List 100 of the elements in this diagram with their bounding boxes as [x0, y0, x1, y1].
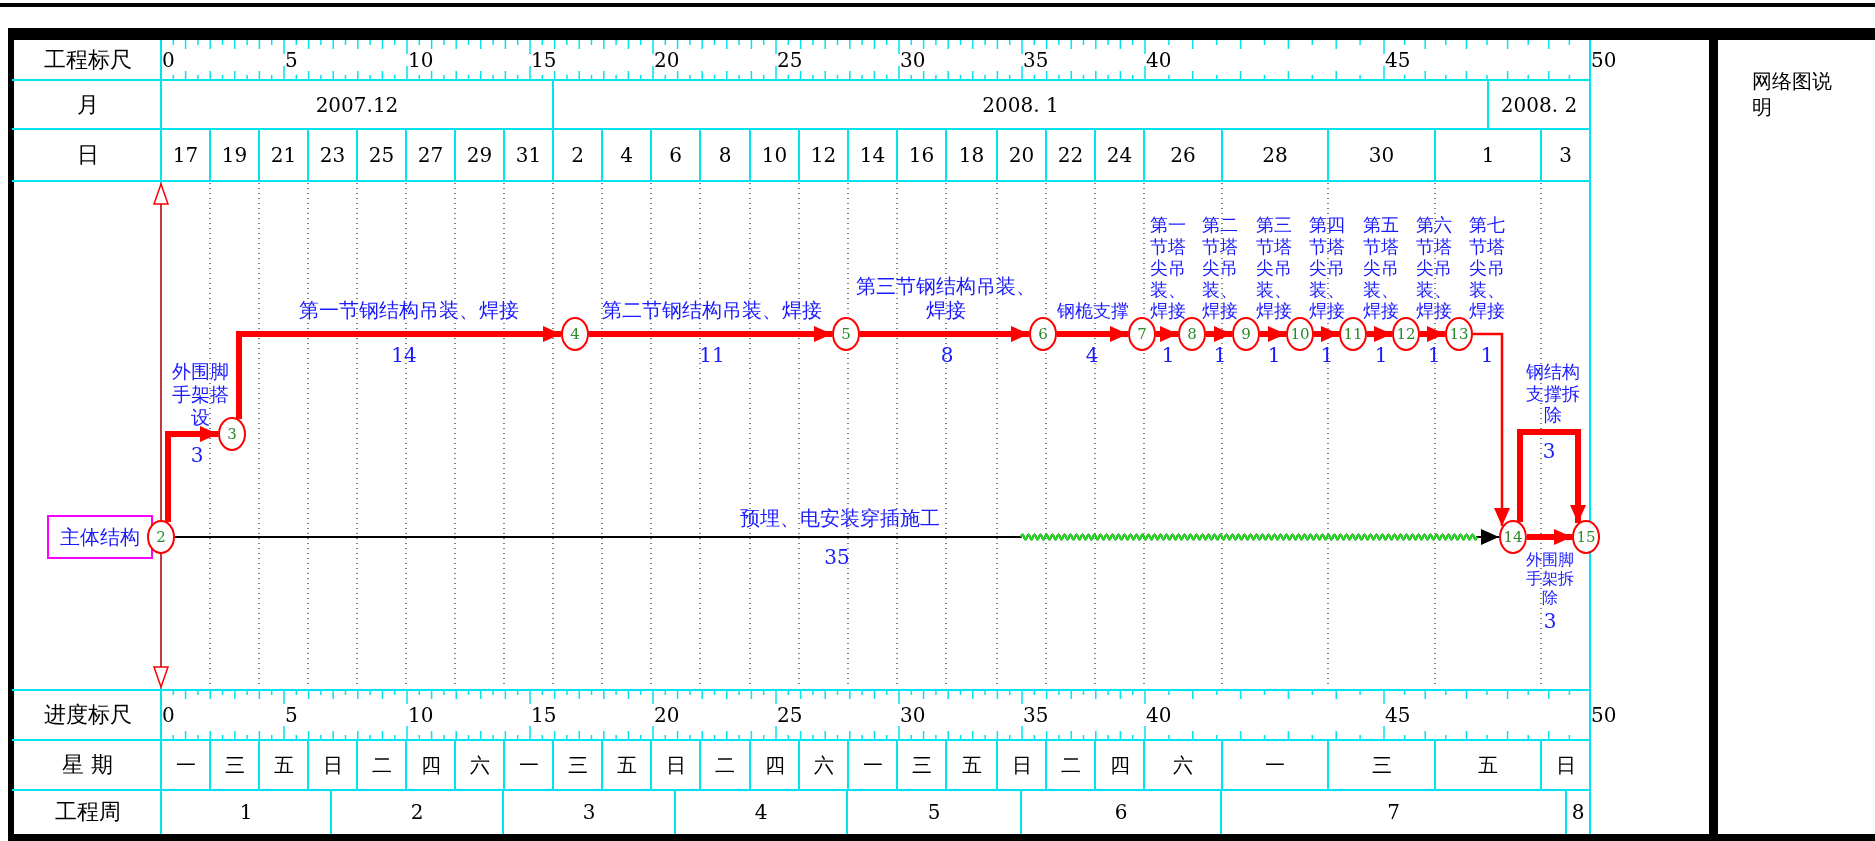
arrow [1517, 429, 1586, 523]
edge-label: 外围脚手架拆除 [1526, 550, 1574, 608]
event-circle: 4 [561, 317, 589, 351]
date-label: 24 [1105, 142, 1134, 169]
date-label: 20 [1007, 142, 1036, 169]
weekday-label: 四 [763, 751, 786, 779]
scale-number: 5 [285, 49, 298, 71]
duration-label: 4 [1085, 344, 1099, 366]
event-circle: 15 [1572, 520, 1600, 554]
duration-label: 3 [1542, 440, 1556, 462]
row-header: 工程标尺 [42, 46, 133, 74]
date-label: 25 [367, 142, 396, 169]
edge-label: 第一节钢结构吊装、焊接 [299, 298, 519, 322]
event-circle: 2 [147, 520, 175, 554]
weekday-label: 五 [960, 751, 983, 779]
weekday-label: 日 [664, 751, 687, 779]
arrow [860, 326, 1029, 342]
duration-label: 3 [1543, 610, 1557, 632]
edge-label: 第二节钢结构吊装、焊接 [602, 298, 822, 322]
weekday-label: 五 [272, 751, 295, 779]
event-circle: 6 [1029, 317, 1057, 351]
date-label: 23 [318, 142, 347, 169]
scale-number: 40 [1146, 704, 1172, 726]
weekday-label: 一 [861, 751, 884, 779]
date-label: 30 [1367, 142, 1396, 169]
scale-number: 35 [1023, 49, 1049, 71]
duration-label: 35 [824, 546, 850, 568]
weekday-label: 四 [1108, 751, 1131, 779]
weekday-label: 五 [1477, 751, 1499, 779]
scale-number: 50 [1591, 49, 1617, 71]
date-label: 2 [570, 142, 585, 169]
arrow [1473, 332, 1510, 526]
weekday-label: 六 [1172, 751, 1194, 779]
event-circle: 14 [1499, 520, 1527, 554]
duration-label: 1 [1480, 344, 1494, 366]
scale-number: 20 [654, 49, 680, 71]
row-header: 工程周 [53, 798, 122, 826]
date-label: 1 [1480, 142, 1496, 169]
scale-number: 15 [531, 704, 557, 726]
month-label: 2008. 1 [981, 91, 1060, 119]
date-label: 14 [858, 142, 887, 169]
duration-label: 8 [940, 344, 954, 366]
process-box: 主体结构 [47, 515, 153, 559]
panel-title: 网络图说明 [1752, 68, 1832, 120]
week-number: 7 [1386, 799, 1401, 826]
month-label: 2008. 2 [1499, 91, 1579, 119]
date-label: 8 [717, 142, 733, 169]
date-label: 29 [465, 142, 494, 169]
weekday-label: 日 [321, 751, 344, 779]
weekday-label: 三 [910, 751, 933, 779]
weekday-label: 五 [615, 751, 638, 779]
row-header: 进度标尺 [42, 701, 133, 729]
scale-number: 40 [1146, 49, 1172, 71]
scale-number: 0 [162, 49, 175, 71]
arrow [1260, 326, 1286, 342]
scale-number: 10 [408, 704, 434, 726]
date-label: 12 [809, 142, 838, 169]
weekday-label: 三 [1370, 751, 1393, 779]
row-header: 星 期 [61, 751, 114, 779]
weekday-label: 三 [566, 751, 589, 779]
weekday-label: 一 [1264, 751, 1286, 779]
scale-number: 25 [777, 704, 803, 726]
arrow [236, 326, 561, 419]
scale-number: 50 [1591, 704, 1617, 726]
arrow [1057, 326, 1128, 342]
duration-label: 11 [699, 344, 725, 366]
edge-label: 预埋、电安装穿插施工 [740, 506, 940, 530]
weekday-label: 一 [174, 751, 197, 779]
date-label: 6 [668, 142, 683, 169]
week-number: 1 [238, 799, 254, 826]
duration-label: 1 [1213, 344, 1227, 366]
event-circle: 5 [832, 317, 860, 351]
scale-number: 15 [531, 49, 557, 71]
date-label: 17 [171, 142, 200, 169]
week-number: 2 [409, 799, 425, 826]
date-label: 10 [760, 142, 789, 169]
date-label: 31 [514, 142, 543, 169]
arrow [165, 426, 218, 522]
duration-label: 1 [1427, 344, 1441, 366]
date-label: 28 [1261, 142, 1289, 169]
arrow [1314, 326, 1339, 342]
date-label: 18 [957, 142, 986, 169]
scale-number: 20 [654, 704, 680, 726]
date-label: 27 [416, 142, 445, 169]
weekday-label: 六 [468, 751, 491, 779]
duration-label: 1 [1161, 344, 1175, 366]
event-circle: 3 [218, 417, 246, 451]
week-number: 8 [1570, 799, 1586, 826]
date-label: 22 [1056, 142, 1085, 169]
scale-number: 30 [900, 704, 926, 726]
row-header: 日 [75, 141, 100, 169]
duration-label: 14 [391, 344, 417, 366]
scale-number: 0 [162, 704, 175, 726]
scale-number: 35 [1023, 704, 1049, 726]
scale-number: 45 [1385, 49, 1411, 71]
arrow [1206, 326, 1232, 342]
weekday-label: 二 [370, 751, 393, 779]
weekday-label: 日 [1554, 751, 1577, 779]
arrow [589, 326, 832, 342]
duration-label: 1 [1320, 344, 1334, 366]
